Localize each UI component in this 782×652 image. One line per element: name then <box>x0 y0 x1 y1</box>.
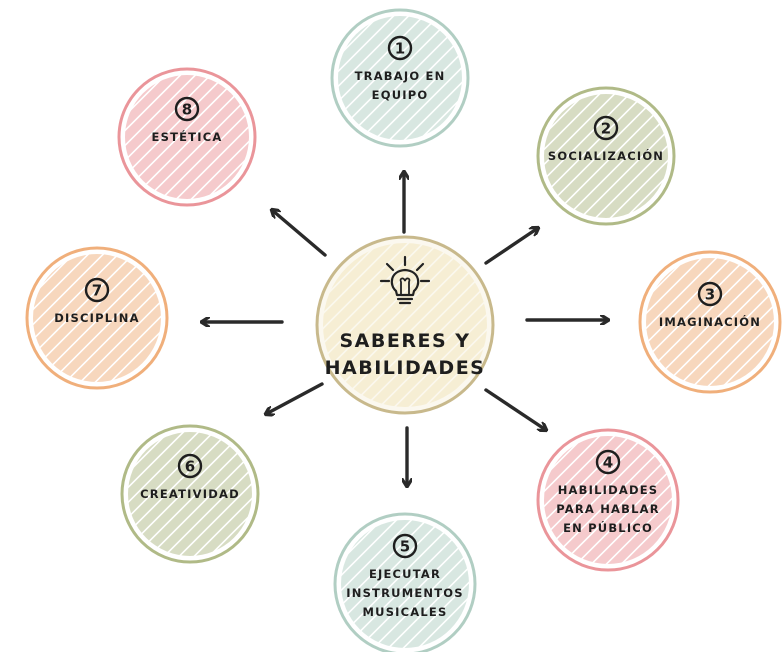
node-number: 4 <box>603 454 613 472</box>
node-label-line: CREATIVIDAD <box>140 487 240 501</box>
number-badge <box>84 277 110 303</box>
node-label-line: SOCIALIZACIÓN <box>548 148 664 163</box>
center-title-line-2: HABILIDADES <box>325 357 486 379</box>
node-number: 1 <box>395 40 405 58</box>
number-badge <box>595 449 621 475</box>
arrow-4 <box>484 388 546 430</box>
number-badge <box>177 453 203 479</box>
node-label-line: EQUIPO <box>372 88 429 102</box>
node-label-line: ESTÉTICA <box>152 129 223 144</box>
node-number: 3 <box>705 286 715 304</box>
arrow-8 <box>272 210 327 257</box>
node-number: 6 <box>185 458 195 476</box>
arrow-6 <box>266 382 324 414</box>
node-ring <box>536 428 680 572</box>
node-label-line: EJECUTAR <box>369 567 441 581</box>
number-badge <box>392 533 418 559</box>
node-ring <box>333 512 477 652</box>
node-label-line: INSTRUMENTOS <box>346 586 463 600</box>
node-label-line: TRABAJO EN <box>355 69 446 83</box>
node-number: 7 <box>92 282 102 300</box>
number-badge <box>697 281 723 307</box>
node-ring <box>536 86 676 226</box>
node-label-line: PARA HABLAR <box>556 502 660 516</box>
arrows-group <box>202 172 608 486</box>
lightbulb-icon <box>379 255 431 305</box>
center-title-line-1: SABERES Y <box>339 330 470 352</box>
number-badge <box>593 115 619 141</box>
node-ring <box>25 246 169 390</box>
arrow-2 <box>484 228 538 265</box>
node-label-line: DISCIPLINA <box>54 311 139 325</box>
node-ring <box>638 250 782 394</box>
number-badge <box>387 35 413 61</box>
node-ring <box>117 67 257 207</box>
center-node: SABERES Y HABILIDADES <box>315 235 495 415</box>
node-ring <box>330 8 470 148</box>
node-number: 2 <box>601 120 611 138</box>
node-label-line: EN PÚBLICO <box>563 520 653 535</box>
node-label-line: IMAGINACIÓN <box>659 314 761 329</box>
node-label-line: HABILIDADES <box>558 483 659 497</box>
node-number: 8 <box>182 101 192 119</box>
node-label-line: MUSICALES <box>363 605 448 619</box>
node-ring <box>120 424 260 564</box>
number-badge <box>174 96 200 122</box>
node-number: 5 <box>400 538 410 556</box>
